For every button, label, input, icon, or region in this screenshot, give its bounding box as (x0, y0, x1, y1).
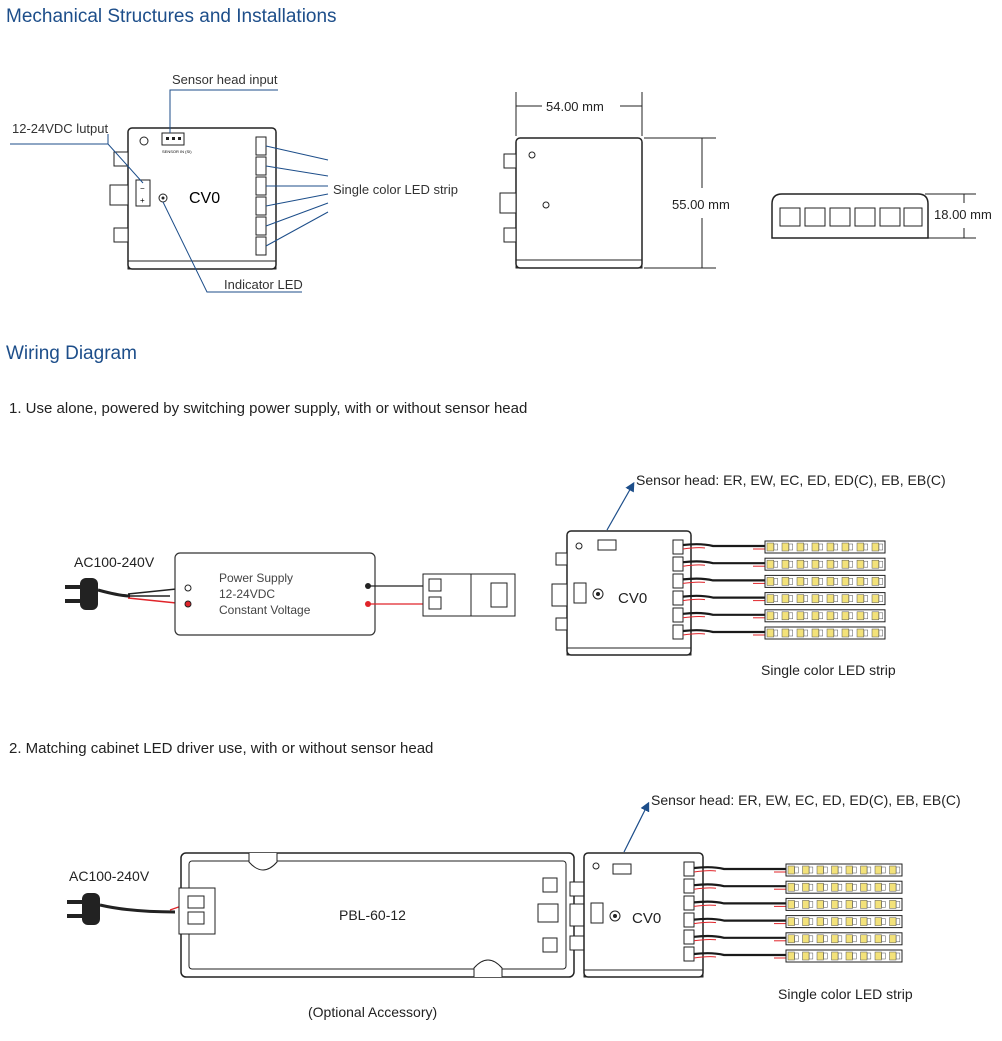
ac-label-2: AC100-240V (69, 868, 150, 884)
strip-wire-4 (693, 917, 786, 925)
strip-label-mech: Single color LED strip (333, 182, 458, 197)
strip-wire-2 (693, 883, 786, 890)
ac-plug-2 (67, 893, 176, 925)
strip-wire-3 (682, 577, 765, 584)
device-name-2: CV0 (632, 910, 661, 927)
power-supply-box (174, 552, 376, 636)
strip-wire-6 (693, 952, 786, 959)
cv0-device-2 (583, 852, 704, 978)
mechanical-callouts (10, 89, 329, 293)
sensor-label-1: Sensor head: ER, EW, EC, ED, ED(C), EB, … (636, 472, 946, 488)
led-strip-2 (785, 880, 903, 894)
device-name-top: CV0 (189, 190, 220, 207)
led-strip-1 (764, 540, 886, 554)
indicator-led-label: Indicator LED (224, 277, 303, 292)
led-strip-3 (764, 574, 886, 588)
accessory-label: (Optional Accessory) (308, 1004, 437, 1020)
led-strip-4 (764, 592, 886, 606)
strip-wire-6 (682, 629, 765, 636)
strip-wire-1 (682, 543, 765, 550)
wiring-step-2: 2. Matching cabinet LED driver use, with… (9, 740, 434, 757)
led-strip-6 (785, 949, 903, 963)
led-strip-1 (785, 863, 903, 877)
pbl-60-12-driver (178, 852, 575, 978)
cv0-side-view (499, 137, 643, 269)
dc-connector-1 (422, 573, 516, 617)
psu-line2: 12-24VDC (219, 587, 275, 601)
svg-text:+: + (140, 196, 145, 205)
strip-wire-1 (693, 866, 786, 873)
dim-depth: 18.00 mm (934, 207, 992, 222)
strip-label-2: Single color LED strip (778, 986, 913, 1002)
mechanical-section-title: Mechanical Structures and Installations (6, 6, 337, 27)
device-name-1: CV0 (618, 590, 647, 607)
strip-wire-4 (682, 594, 765, 602)
dim-width: 54.00 mm (546, 99, 604, 114)
cv0-top-view: − + SENSOR IN (SI) CV0 (109, 127, 277, 270)
led-strip-5 (764, 609, 886, 623)
led-strips-2 (693, 863, 903, 963)
cv0-device-1 (551, 530, 692, 656)
cv0-front-view (771, 193, 929, 239)
psu-line1: Power Supply (219, 571, 293, 585)
ac-plug-1 (65, 578, 131, 610)
ac-label-1: AC100-240V (74, 554, 155, 570)
strip-wire-5 (693, 934, 786, 942)
led-strip-2 (764, 557, 886, 571)
led-strip-6 (764, 626, 886, 640)
sensor-head-input-label: Sensor head input (172, 72, 278, 87)
led-strips-1 (682, 540, 886, 640)
output-label: 12-24VDC lutput (12, 121, 108, 136)
wiring-section-title: Wiring Diagram (6, 343, 137, 364)
led-strip-4 (785, 915, 903, 929)
strip-wire-3 (693, 900, 786, 907)
wiring-step-1: 1. Use alone, powered by switching power… (9, 400, 528, 417)
strip-wire-5 (682, 611, 765, 619)
svg-text:SENSOR IN (SI): SENSOR IN (SI) (162, 149, 192, 154)
led-strip-3 (785, 897, 903, 911)
strip-label-1: Single color LED strip (761, 662, 896, 678)
strip-wire-2 (682, 560, 765, 567)
dim-height: 55.00 mm (672, 197, 730, 212)
psu-line3: Constant Voltage (219, 603, 311, 617)
driver-name: PBL-60-12 (339, 907, 406, 923)
sensor-label-2: Sensor head: ER, EW, EC, ED, ED(C), EB, … (651, 792, 961, 808)
svg-text:−: − (140, 184, 145, 193)
led-strip-5 (785, 932, 903, 946)
dimension-lines (515, 92, 976, 269)
